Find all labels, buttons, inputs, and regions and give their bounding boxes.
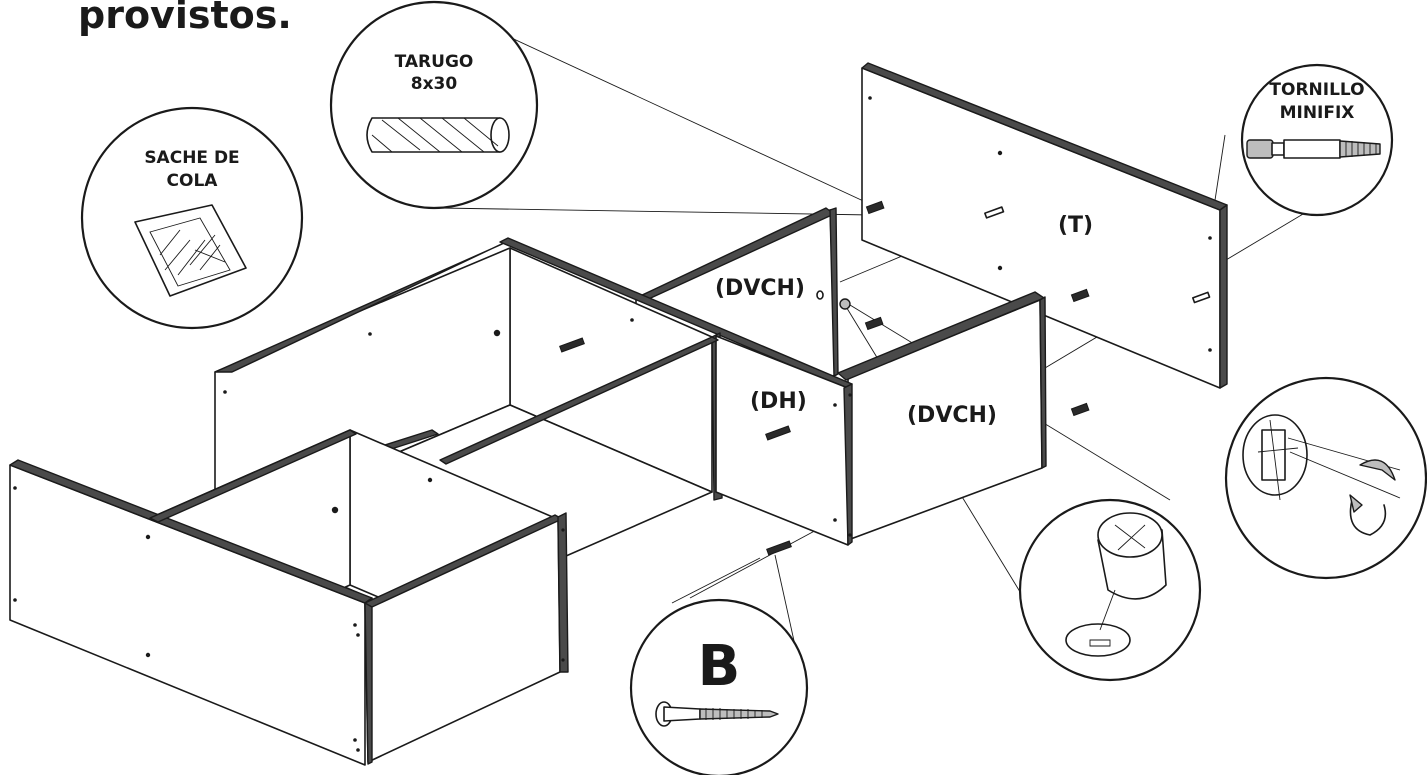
glue-sachet-icon [134, 204, 247, 297]
hardware-exploded [559, 200, 1211, 556]
callout-minifix-screw: TORNILLO MINIFIX [1240, 63, 1394, 217]
callout-dowel: TARUGO 8x30 [329, 0, 539, 210]
dowel-label-line1: TARUGO [395, 52, 474, 72]
minifix-label-line1: TORNILLO [1269, 80, 1364, 100]
divider-mid: (DVCH) [837, 291, 1047, 541]
callout-minifix-cam [1018, 498, 1202, 682]
glue-label-line2: COLA [167, 171, 219, 191]
callout-screw-b: B [629, 598, 809, 775]
label-dh: (DH) [750, 389, 807, 414]
screwdriver-rotate-icon [1242, 414, 1401, 536]
screw-b-icon [655, 701, 779, 727]
header-fragment: provistos. [78, 0, 292, 37]
glue-label-line1: SACHE DE [144, 148, 239, 168]
callout-screwdriver [1224, 376, 1427, 580]
carcass-front [9, 429, 569, 766]
dowel-icon [366, 117, 510, 153]
minifix-cam-icon [1065, 512, 1167, 657]
screw-b-letter: B [698, 634, 741, 699]
callout-glue: SACHE DE COLA [80, 106, 304, 330]
label-dvch-mid: (DVCH) [907, 403, 997, 428]
dowel-label-line2: 8x30 [411, 74, 458, 94]
label-t: (T) [1058, 213, 1093, 238]
label-dvch-top: (DVCH) [715, 276, 805, 301]
minifix-screw-icon [1246, 139, 1381, 159]
minifix-label-line2: MINIFIX [1280, 103, 1355, 123]
back-panel-t: (T) [861, 62, 1228, 389]
